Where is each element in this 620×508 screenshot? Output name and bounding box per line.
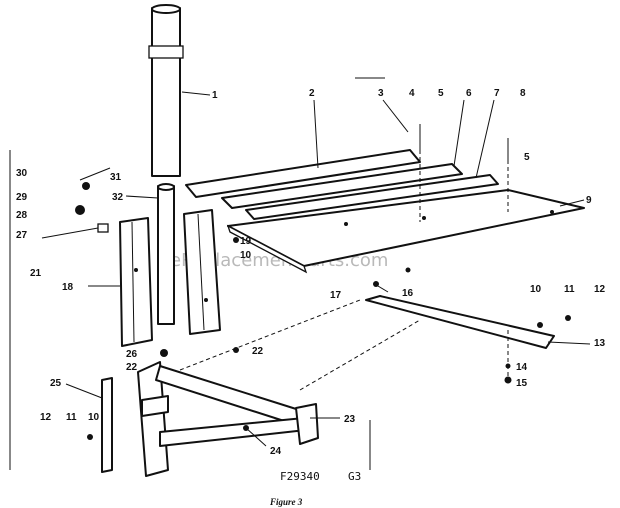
lower-rail: [365, 295, 555, 349]
callout-7: 7: [494, 88, 500, 99]
knob-30: [82, 182, 90, 190]
callout-17: 17: [330, 290, 342, 301]
callout-22-right: 22: [252, 346, 264, 357]
callout-2: 2: [309, 88, 315, 99]
callout-13: 13: [594, 338, 606, 349]
leader-27: [41, 227, 99, 239]
leader-6: [453, 99, 465, 167]
base-strip: [101, 377, 113, 473]
base-arm-lower: [159, 417, 307, 447]
callout-27: 27: [16, 230, 28, 241]
callout-25: 25: [50, 378, 62, 389]
screw-19: [233, 237, 239, 243]
table-board-rear: [221, 163, 463, 209]
leader-24: [245, 427, 267, 447]
callout-6: 6: [466, 88, 472, 99]
callout-23: 23: [344, 414, 356, 425]
leader-32: [125, 195, 159, 199]
column-top: [151, 4, 181, 14]
left-bracket-edge: [131, 221, 135, 343]
callout-21: 21: [30, 268, 42, 279]
leader-17: [377, 285, 389, 293]
callout-12-right: 12: [594, 284, 606, 295]
callout-26: 26: [126, 349, 138, 360]
base-cross: [141, 395, 169, 417]
bolt-12-lower: [87, 434, 93, 440]
base-leg-left: [137, 361, 169, 477]
left-bracket: [119, 217, 153, 347]
callout-10-top: 10: [240, 250, 252, 261]
column-body: [151, 7, 181, 177]
table-fence: [245, 174, 499, 220]
callout-8: 8: [520, 88, 526, 99]
callout-30: 30: [16, 168, 28, 179]
screw-26: [160, 349, 168, 357]
callout-12-left: 12: [40, 412, 52, 423]
screw-17: [373, 281, 379, 287]
callout-22-left: 22: [126, 362, 138, 373]
shaft-top: [157, 183, 175, 191]
callout-10-right: 10: [530, 284, 542, 295]
base-frame: [137, 361, 319, 477]
block-27: [97, 223, 109, 233]
callout-15: 15: [516, 378, 528, 389]
callout-18: 18: [62, 282, 74, 293]
callout-24: 24: [270, 446, 282, 457]
bolt-12: [565, 315, 571, 321]
leader-31: [79, 167, 111, 181]
callout-11-left: 11: [66, 412, 77, 423]
callout-29: 29: [16, 192, 28, 203]
right-bracket-edge: [197, 213, 205, 331]
callout-1: 1: [212, 90, 218, 101]
shaft-body: [157, 185, 175, 325]
screw-16: [405, 267, 411, 273]
base-end-block: [295, 403, 319, 445]
callout-5-top: 5: [438, 88, 444, 99]
leader-13: [547, 341, 591, 345]
callout-3: 3: [378, 88, 384, 99]
leader-7: [475, 99, 495, 179]
table-board-front: [185, 149, 421, 198]
leader-1: [181, 91, 211, 96]
table-hole-3: [550, 210, 554, 214]
callout-11-right: 11: [564, 284, 575, 295]
callout-28: 28: [16, 210, 28, 221]
align-line-base: [299, 319, 421, 391]
inner-shaft: [157, 183, 175, 325]
callout-16: 16: [402, 288, 414, 299]
callout-31: 31: [110, 172, 122, 183]
leader-2: [313, 99, 319, 169]
screw-22: [233, 347, 239, 353]
table-hole-2: [422, 216, 426, 220]
leader-9: [559, 199, 585, 207]
leader-3: [382, 99, 409, 133]
callout-4: 4: [409, 88, 415, 99]
column-tube: [148, 4, 184, 177]
callout-5-right: 5: [524, 152, 530, 163]
leader-25: [65, 383, 103, 399]
right-bracket-hole: [204, 298, 208, 302]
callout-10-left: 10: [88, 412, 100, 423]
column-collar: [148, 45, 184, 59]
right-bracket: [183, 209, 221, 335]
washer-11: [537, 322, 543, 328]
knob-28: [75, 205, 85, 215]
callout-9: 9: [586, 195, 592, 206]
figure-code: F29340: [280, 470, 320, 483]
nut-15: [504, 376, 512, 384]
callout-32: 32: [112, 192, 124, 203]
callout-14: 14: [516, 362, 528, 373]
figure-code-suffix: G3: [348, 470, 361, 483]
left-bracket-hole: [134, 268, 138, 272]
callout-19: 19: [240, 236, 252, 247]
figure-caption: Figure 3: [269, 497, 303, 507]
main-table-edge: [226, 224, 308, 274]
table-hole-1: [344, 222, 348, 226]
